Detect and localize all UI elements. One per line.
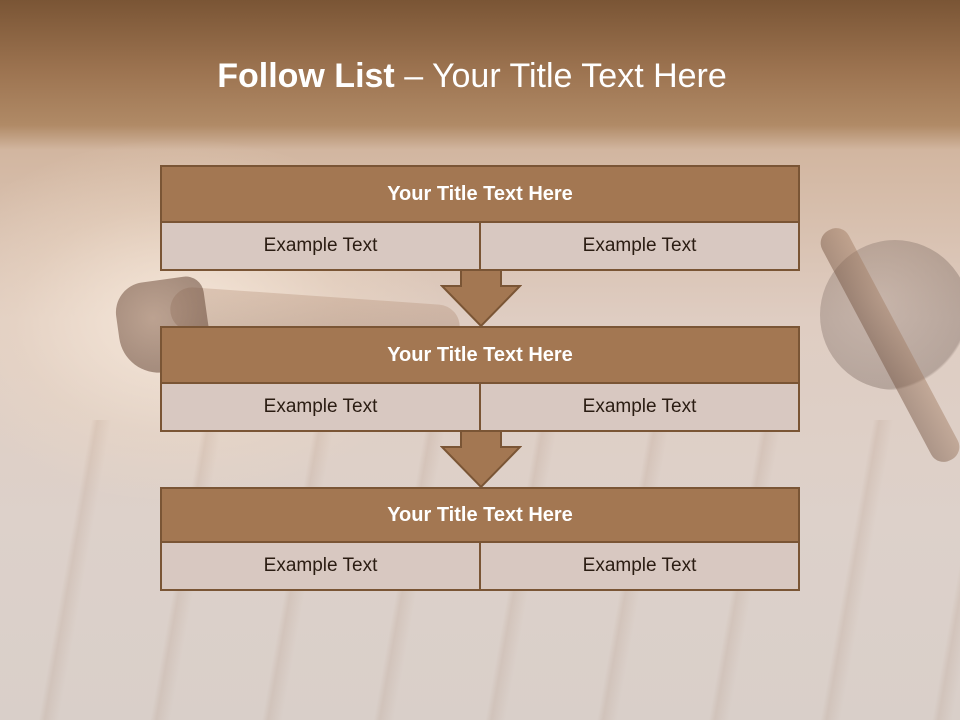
block-title: Your Title Text Here bbox=[160, 165, 800, 223]
down-arrow-icon bbox=[440, 270, 522, 328]
block-title: Your Title Text Here bbox=[160, 487, 800, 543]
follow-block-1: Your Title Text Here Example Text Exampl… bbox=[160, 165, 800, 271]
follow-block-2: Your Title Text Here Example Text Exampl… bbox=[160, 326, 800, 432]
block-title: Your Title Text Here bbox=[160, 326, 800, 384]
slide-title-rest: – Your Title Text Here bbox=[394, 57, 727, 95]
down-arrow-icon bbox=[440, 431, 522, 489]
block-row: Example Text Example Text bbox=[160, 543, 800, 591]
block-cell-left: Example Text bbox=[160, 223, 481, 271]
block-cell-right: Example Text bbox=[479, 223, 800, 271]
slide-title-bold: Follow List bbox=[217, 57, 395, 95]
block-row: Example Text Example Text bbox=[160, 384, 800, 432]
block-cell-left: Example Text bbox=[160, 543, 481, 591]
background-tool-handle bbox=[815, 223, 960, 467]
block-row: Example Text Example Text bbox=[160, 223, 800, 271]
block-cell-right: Example Text bbox=[479, 543, 800, 591]
slide-title: Follow List – Your Title Text Here bbox=[0, 56, 944, 96]
block-cell-right: Example Text bbox=[479, 384, 800, 432]
follow-block-3: Your Title Text Here Example Text Exampl… bbox=[160, 487, 800, 591]
block-cell-left: Example Text bbox=[160, 384, 481, 432]
background-tool-head bbox=[820, 240, 960, 390]
